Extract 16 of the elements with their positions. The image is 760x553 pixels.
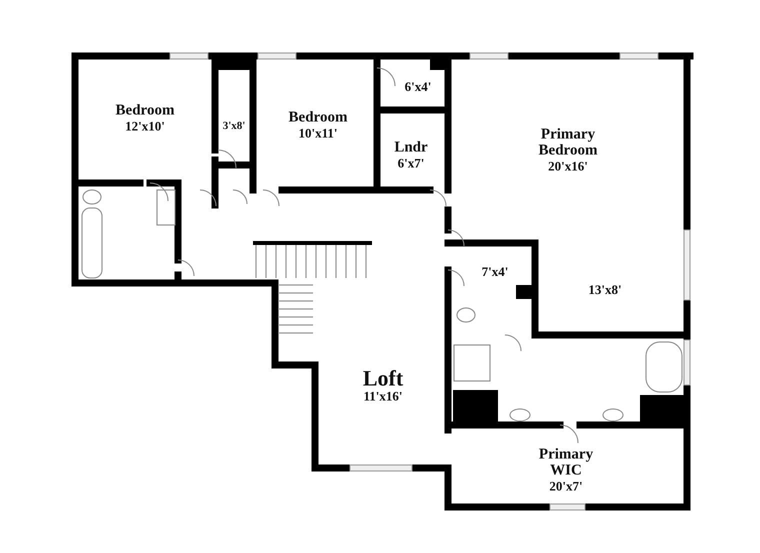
room-dimensions: 11'x16' [362, 390, 404, 404]
room-name: Bedroom [288, 110, 348, 126]
room-dimensions: 3'x8' [222, 121, 246, 133]
room-dimensions: 20'x16' [547, 158, 589, 173]
room-dimensions: 10'x11' [298, 126, 338, 140]
room-name: Primary Bedroom [538, 127, 598, 159]
room-dimensions: 7'x4' [482, 265, 508, 279]
room-name: Lndr [394, 140, 428, 156]
room-dimensions: 12'x10' [124, 119, 166, 133]
room-dimensions: 13'x8' [588, 283, 622, 297]
room-dimensions: 20'x7' [548, 478, 584, 493]
room-name: Primary WIC [538, 447, 594, 479]
room-dimensions: 6'x7' [396, 156, 426, 170]
room-name: Loft [362, 366, 404, 390]
room-name: Bedroom [116, 103, 174, 120]
room-dimensions: 6'x4' [404, 80, 432, 94]
